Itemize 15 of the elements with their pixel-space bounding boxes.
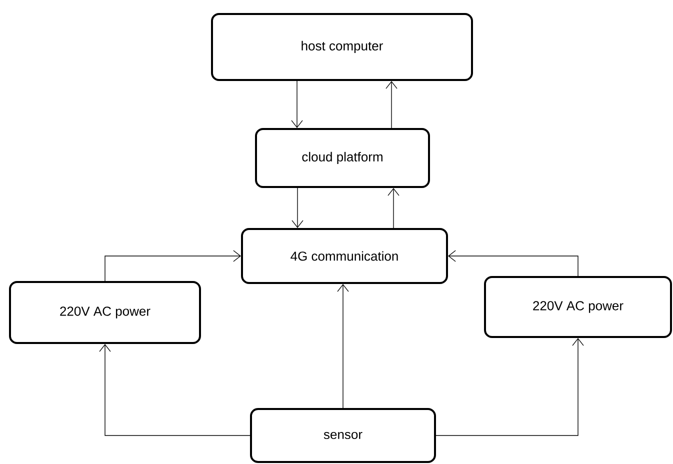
arrow xyxy=(386,81,398,128)
process-box: host computer xyxy=(211,13,473,81)
process-box: sensor xyxy=(250,408,436,463)
process-box: 220V AC power xyxy=(484,276,672,338)
process-box: 4G communication xyxy=(241,228,448,284)
arrow xyxy=(436,338,584,436)
arrow xyxy=(388,188,400,228)
arrow xyxy=(104,250,241,282)
arrow xyxy=(337,284,349,408)
arrow xyxy=(291,80,303,128)
process-box: cloud platform xyxy=(255,128,430,188)
process-box: 220V AC power xyxy=(9,281,201,344)
arrow xyxy=(292,188,304,228)
arrow xyxy=(99,344,250,436)
arrow xyxy=(448,250,578,276)
